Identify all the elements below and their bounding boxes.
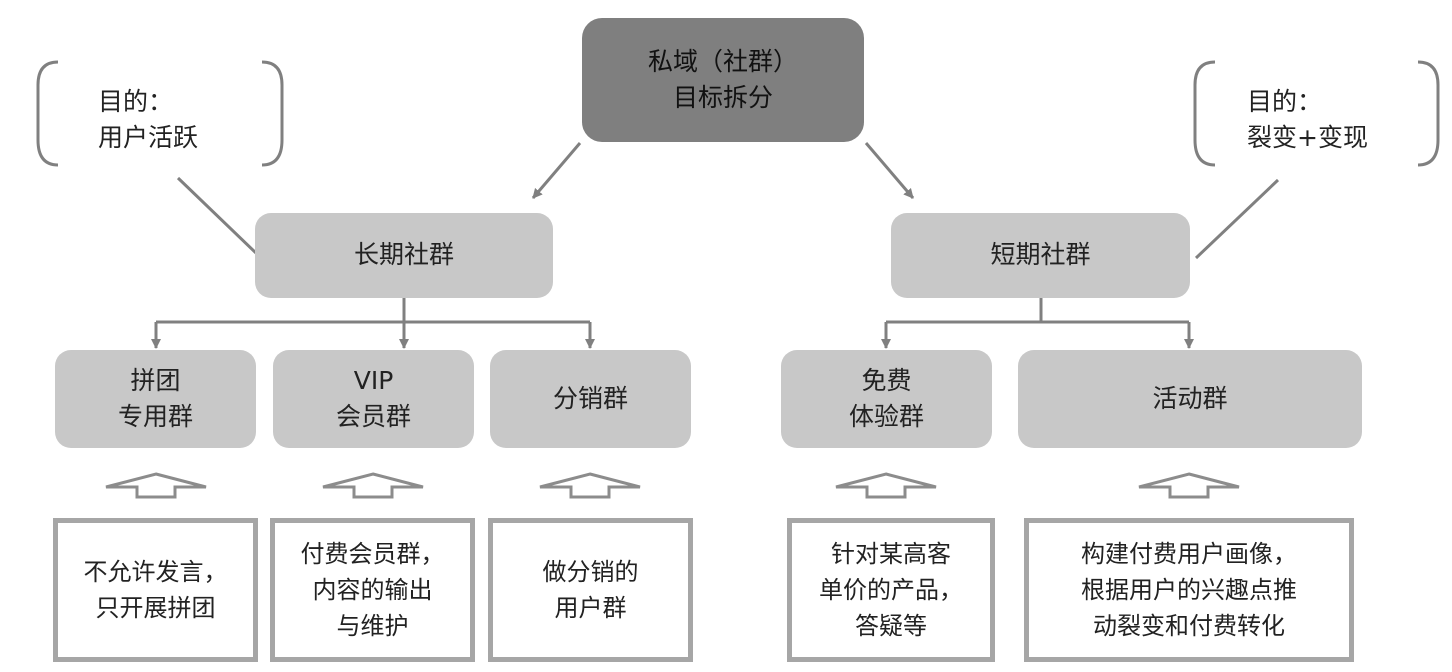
short-term-label: 短期社群 [990, 240, 1091, 270]
group-line1: 分销群 [552, 383, 628, 413]
group-distribution: 分销群 [490, 350, 691, 448]
left-goal-note: 目的： 用户活跃 [98, 84, 198, 157]
group-vip: VIP 会员群 [273, 350, 474, 448]
group-free-trial: 免费 体验群 [781, 350, 992, 448]
desc-line3: 动裂变和付费转化 [1093, 612, 1285, 640]
desc-line1: 不允许发言， [83, 558, 228, 586]
desc-distribution: 做分销的 用户群 [488, 518, 693, 662]
right-goal-connector [1194, 178, 1280, 260]
group-line1: VIP [353, 365, 394, 395]
desc-line1: 针对某高客 [831, 540, 951, 568]
desc-vip: 付费会员群， 内容的输出 与维护 [270, 518, 475, 662]
desc-line2: 根据用户的兴趣点推 [1081, 576, 1297, 604]
group-line1: 免费 [861, 365, 912, 395]
desc-line2: 内容的输出 [312, 576, 433, 604]
group-pintuan: 拼团 专用群 [55, 350, 256, 448]
root-node: 私域（社群） 目标拆分 [582, 18, 864, 142]
hollow-up-arrow [1138, 472, 1240, 499]
left-goal-open-bracket [36, 60, 59, 167]
hollow-up-arrow [322, 472, 424, 499]
right-goal-note: 目的： 裂变+变现 [1247, 84, 1368, 157]
desc-line1: 构建付费用户画像， [1081, 540, 1297, 568]
root-to-short-arrow [864, 142, 915, 199]
desc-activity: 构建付费用户画像， 根据用户的兴趣点推 动裂变和付费转化 [1024, 518, 1354, 662]
desc-free-trial: 针对某高客 单价的产品， 答疑等 [787, 518, 995, 662]
desc-pintuan: 不允许发言， 只开展拼团 [53, 518, 258, 662]
hollow-up-arrow [105, 472, 207, 499]
long-term-node: 长期社群 [255, 213, 553, 298]
left-goal-line2: 用户活跃 [98, 123, 199, 153]
desc-line1: 做分销的 [542, 558, 639, 586]
group-line2: 会员群 [335, 402, 411, 431]
desc-line3: 与维护 [336, 612, 409, 640]
desc-line2: 用户群 [554, 594, 627, 622]
right-goal-close-bracket [1417, 60, 1440, 167]
group-line1: 活动群 [1152, 383, 1228, 413]
hollow-up-arrow [835, 472, 937, 499]
group-line2: 体验群 [848, 402, 924, 431]
desc-line1: 付费会员群， [300, 540, 445, 568]
long-term-label: 长期社群 [353, 240, 454, 270]
right-goal-line2: 裂变+变现 [1247, 123, 1368, 153]
group-line2: 专用群 [117, 402, 193, 431]
right-goal-line1: 目的： [1247, 87, 1323, 116]
root-line1: 私域（社群） [647, 46, 798, 76]
hollow-up-arrow [539, 472, 641, 499]
desc-line2: 单价的产品， [819, 576, 963, 604]
root-line2: 目标拆分 [672, 83, 773, 112]
desc-line3: 答疑等 [855, 612, 927, 640]
right-goal-open-bracket [1193, 60, 1216, 167]
root-to-long-arrow [531, 142, 582, 199]
left-goal-close-bracket [261, 60, 284, 167]
left-goal-line1: 目的： [98, 87, 174, 116]
left-goal-connector [176, 176, 258, 255]
group-activity: 活动群 [1018, 350, 1362, 448]
group-line1: 拼团 [130, 365, 181, 395]
short-term-node: 短期社群 [891, 213, 1190, 298]
desc-line2: 只开展拼团 [95, 594, 216, 622]
